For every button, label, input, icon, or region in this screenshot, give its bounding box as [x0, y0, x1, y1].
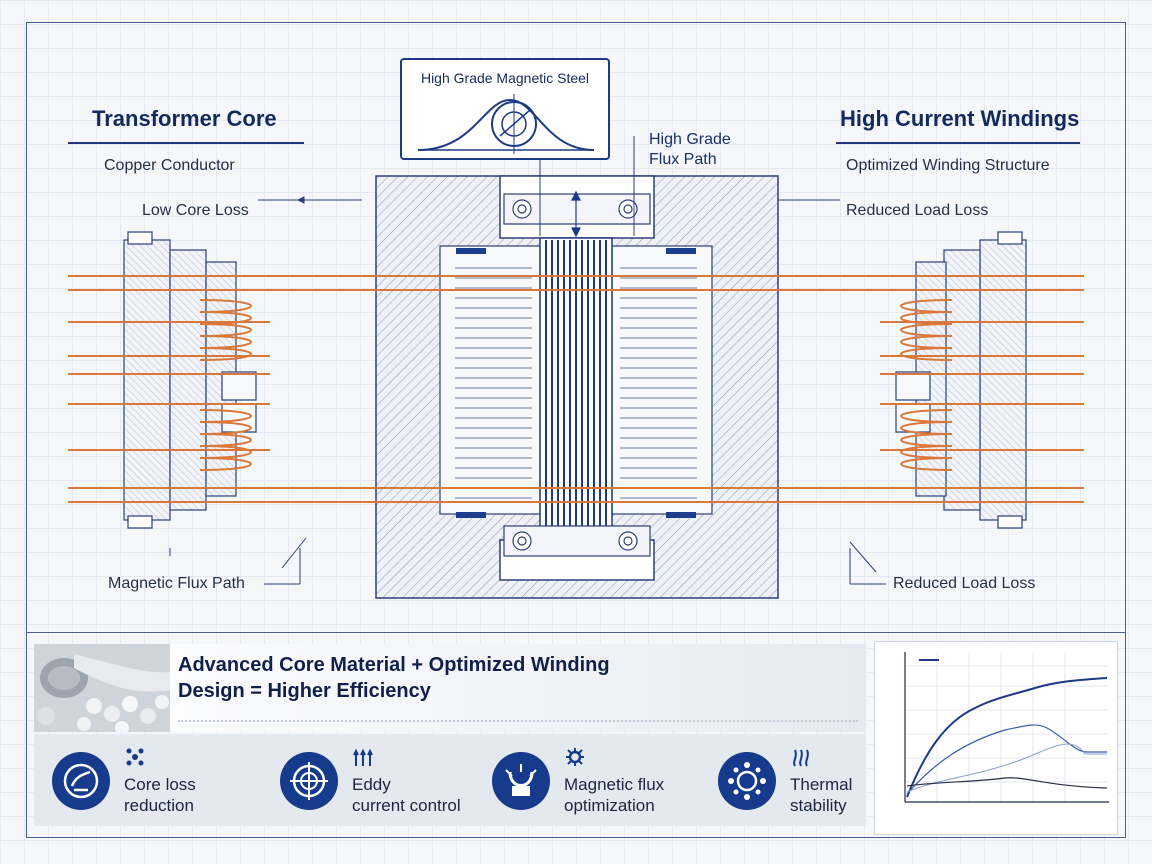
central-core-limb	[539, 237, 613, 539]
right-title-rule	[836, 142, 1080, 144]
banner-line2: Design = Higher Efficiency	[178, 680, 431, 702]
section-separator	[26, 632, 1126, 633]
copper-conductor-label: Copper Conductor	[104, 157, 235, 174]
winding-window-left	[439, 245, 541, 515]
magnet-icon	[492, 752, 550, 810]
banner-divider	[178, 720, 858, 722]
right-title: High Current Windings	[840, 106, 1080, 131]
bottom-clamp	[503, 525, 651, 557]
reduced-load-loss-bottom-label: Reduced Load Loss	[893, 575, 1036, 592]
atom-icon	[126, 748, 144, 766]
magnetic-flux-path-label: Magnetic Flux Path	[108, 575, 245, 592]
efficiency-banner: Advanced Core Material + Optimized Windi…	[34, 644, 866, 732]
left-coil-loops	[199, 299, 252, 471]
lamination-left	[455, 267, 532, 499]
copper-conductors	[68, 275, 1084, 503]
mini-chart-plot	[904, 652, 1109, 803]
core-loss-icon	[52, 752, 110, 810]
arrows-up-icon	[353, 748, 373, 766]
blueprint-frame	[26, 22, 1126, 838]
right-coil-loops	[900, 299, 953, 471]
core-material-photo	[34, 644, 170, 732]
efficiency-mini-chart	[874, 641, 1118, 835]
flux-arrow	[571, 190, 581, 238]
steel-callout-title: High Grade Magnetic Steel	[420, 70, 590, 86]
flux-gear-icon	[566, 748, 584, 766]
leader-lines	[169, 136, 886, 585]
winding-window-right	[611, 245, 713, 515]
optimized-winding-label: Optimized Winding Structure	[846, 157, 1050, 174]
low-core-loss-label: Low Core Loss	[142, 202, 249, 219]
reduced-load-loss-top-label: Reduced Load Loss	[846, 202, 989, 219]
right-winding-assembly	[895, 231, 1027, 529]
magnetic-steel-callout: High Grade Magnetic Steel	[400, 58, 610, 160]
flux-label-line2: Flux Path	[649, 151, 717, 168]
crosshair-icon	[280, 752, 338, 810]
transformer-cross-section-diagram	[68, 136, 1084, 599]
heat-waves-icon	[793, 749, 809, 767]
flux-label-line1: High Grade	[649, 131, 731, 148]
summary-panel: Advanced Core Material + Optimized Windi…	[34, 638, 868, 828]
gasket-accents	[456, 248, 696, 518]
lamination-right	[620, 267, 697, 499]
gear-icon	[718, 752, 776, 810]
banner-headline: Advanced Core Material + Optimized Windi…	[178, 652, 610, 704]
high-grade-flux-label: High Grade Flux Path	[649, 130, 731, 170]
left-title: Transformer Core	[92, 106, 277, 131]
magnetic-curve-icon	[417, 94, 595, 154]
banner-line1: Advanced Core Material + Optimized Windi…	[178, 654, 610, 676]
left-title-rule	[68, 142, 304, 144]
